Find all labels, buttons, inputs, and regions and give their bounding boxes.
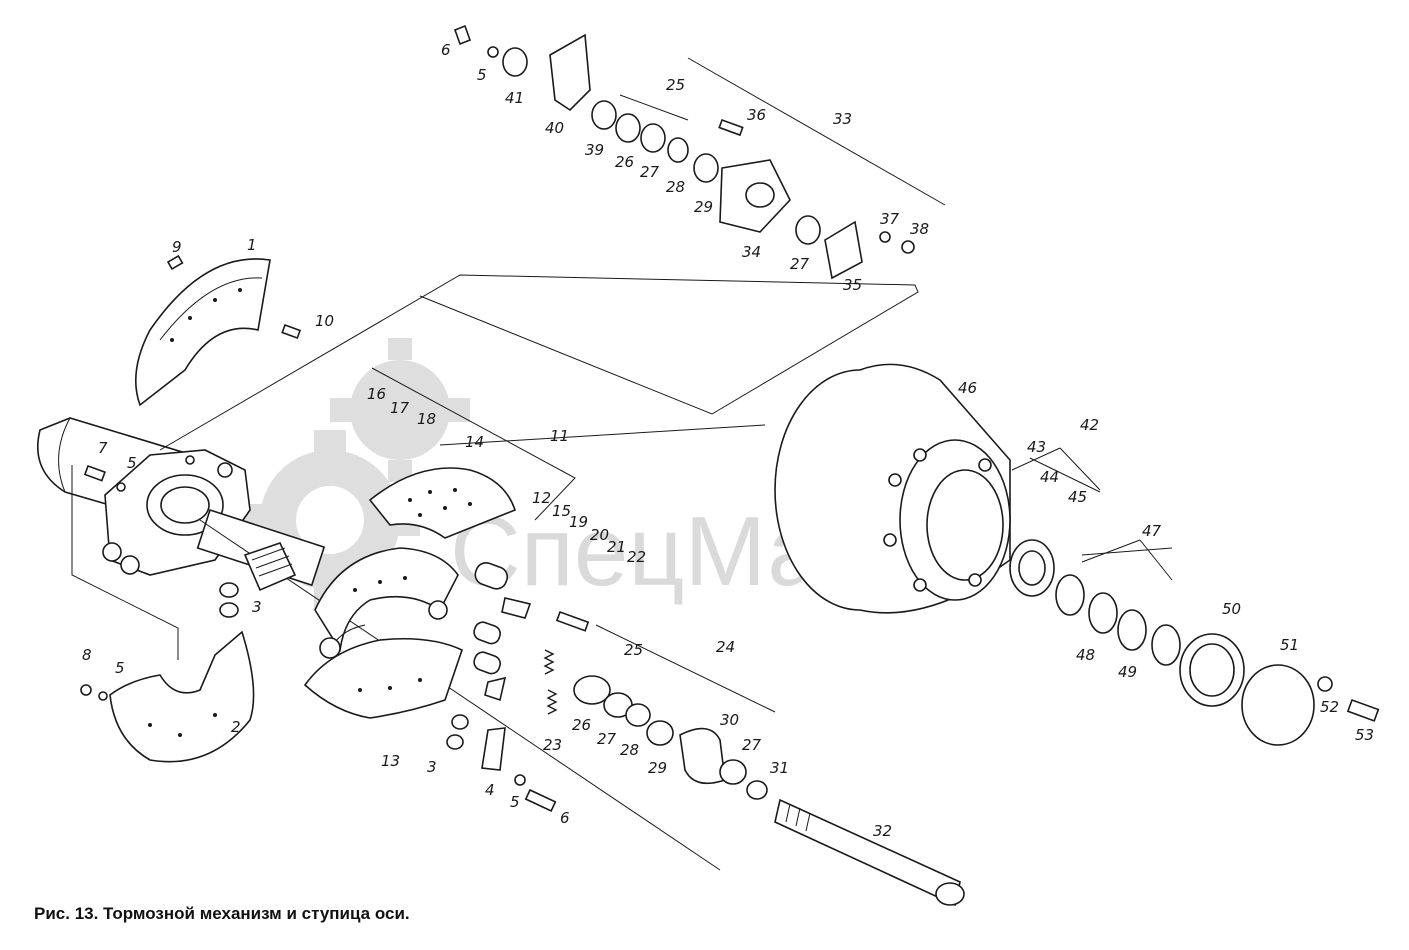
label-31: 31: [770, 759, 789, 777]
label-16: 16: [367, 385, 386, 403]
brake-support-flange: [102, 449, 326, 587]
camshaft: [774, 798, 965, 907]
label-26-lower: 26: [572, 716, 591, 734]
label-8: 8: [82, 646, 92, 664]
label-26-top: 26: [615, 153, 634, 171]
label-21: 21: [607, 538, 626, 556]
small-fasteners-left: [80, 254, 302, 701]
label-34: 34: [742, 243, 761, 261]
label-53: 53: [1355, 726, 1374, 744]
part-number-labels: 6 5 41 40 25 39 26 27 28 29 36 33 34 27 …: [82, 41, 1374, 840]
return-springs: [543, 649, 558, 715]
label-11: 11: [550, 427, 569, 445]
label-3-left: 3: [252, 598, 262, 616]
label-13: 13: [381, 752, 400, 770]
label-6-lower: 6: [560, 809, 570, 827]
label-45: 45: [1068, 488, 1087, 506]
label-10: 10: [315, 312, 334, 330]
label-28-top: 28: [666, 178, 685, 196]
group-brackets: [619, 94, 1173, 581]
label-28-lower: 28: [620, 741, 639, 759]
label-18: 18: [417, 410, 436, 428]
figure-caption: Рис. 13. Тормозной механизм и ступица ос…: [34, 904, 410, 923]
label-33: 33: [833, 110, 852, 128]
label-40: 40: [545, 119, 564, 137]
label-7: 7: [98, 439, 108, 457]
label-36: 36: [747, 106, 766, 124]
label-46: 46: [958, 379, 977, 397]
label-29-top: 29: [694, 198, 713, 216]
label-4: 4: [485, 781, 495, 799]
label-25-top: 25: [666, 76, 685, 94]
label-9: 9: [172, 238, 182, 256]
label-47: 47: [1142, 522, 1162, 540]
brake-lining: [368, 467, 516, 539]
label-22: 22: [627, 548, 646, 566]
label-48: 48: [1076, 646, 1095, 664]
camshaft-bearing-lower-set: [573, 675, 768, 800]
label-43: 43: [1027, 438, 1046, 456]
label-27-top: 27: [640, 163, 660, 181]
hub-bearing-set: [1009, 539, 1181, 666]
o-rings: [219, 582, 469, 750]
label-25-lower: 25: [624, 641, 643, 659]
label-23: 23: [543, 736, 562, 754]
label-42: 42: [1080, 416, 1099, 434]
label-32: 32: [873, 822, 892, 840]
label-12: 12: [532, 489, 551, 507]
label-17: 17: [390, 399, 410, 417]
leader-lines: [71, 57, 1173, 871]
label-27-lower: 27: [597, 730, 617, 748]
slack-adjuster-bracket-set: [453, 24, 915, 280]
label-44: 44: [1040, 468, 1059, 486]
watermark-gear-icon: [240, 338, 470, 610]
label-39: 39: [585, 141, 604, 159]
label-29-lower: 29: [648, 759, 667, 777]
label-15: 15: [552, 502, 571, 520]
label-5-top: 5: [477, 66, 487, 84]
label-20: 20: [590, 526, 609, 544]
label-51: 51: [1280, 636, 1299, 654]
label-41: 41: [505, 89, 524, 107]
label-1: 1: [247, 236, 257, 254]
label-27-mid: 27: [790, 255, 810, 273]
label-37: 37: [880, 210, 900, 228]
label-14: 14: [465, 433, 484, 451]
brake-shield-lower: [109, 630, 255, 763]
brake-shoes: [303, 547, 463, 719]
label-19: 19: [569, 513, 588, 531]
label-30: 30: [720, 711, 739, 729]
bolt-22: [555, 610, 590, 632]
label-5-left: 5: [127, 454, 137, 472]
label-24: 24: [716, 638, 735, 656]
bolt-6-lower: [514, 774, 557, 812]
label-3-lower: 3: [427, 758, 437, 776]
label-5-lower-left: 5: [115, 659, 125, 677]
label-27-right: 27: [742, 736, 762, 754]
label-49: 49: [1118, 663, 1137, 681]
label-2: 2: [231, 718, 241, 736]
brake-shield-upper: [134, 258, 271, 407]
shoe-rollers-and-pins: [473, 562, 532, 771]
hub-cap-set: [1179, 633, 1380, 746]
label-38: 38: [910, 220, 929, 238]
label-6-top: 6: [441, 41, 451, 59]
label-5-lower: 5: [510, 793, 520, 811]
cam-bushing: [243, 542, 297, 592]
label-52: 52: [1320, 698, 1339, 716]
brake-drum-hub: [774, 363, 1011, 614]
label-50: 50: [1222, 600, 1241, 618]
label-35: 35: [843, 276, 862, 294]
